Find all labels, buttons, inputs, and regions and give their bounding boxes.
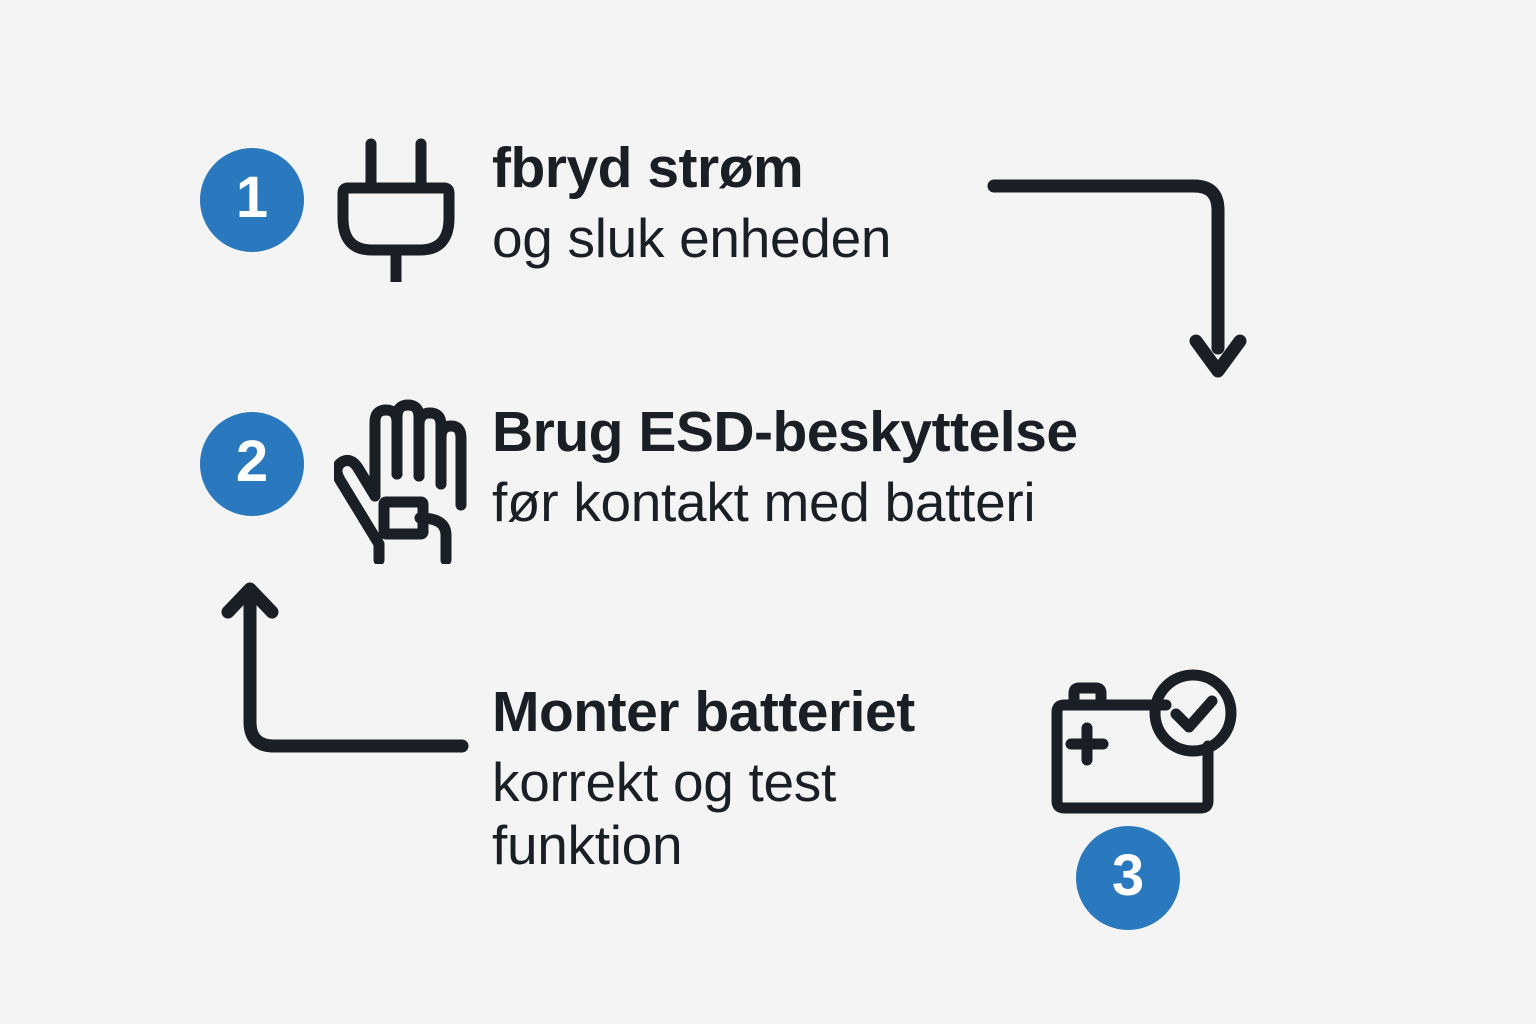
step-badge-3-label: 3 bbox=[1111, 843, 1145, 908]
step-text-1: fbryd strøm og sluk enheden bbox=[492, 140, 891, 266]
step-2-subline-1: før kontakt med batteri bbox=[492, 471, 1036, 533]
step-1-subline-1: og sluk enheden bbox=[492, 207, 892, 269]
step-3-headline: Monter batteriet bbox=[492, 680, 915, 744]
step-badge-2[interactable]: 2 bbox=[200, 412, 304, 516]
step-3-subline-1: korrekt og test bbox=[492, 751, 836, 813]
step-text-2: Brug ESD-beskyttelse før kontakt med bat… bbox=[492, 404, 1078, 530]
step-badge-1[interactable]: 1 bbox=[200, 148, 304, 252]
step-badge-3[interactable]: 3 bbox=[1076, 826, 1180, 930]
connector-step1-to-step2-arrow bbox=[987, 179, 1247, 378]
step-3-subline-2: funktion bbox=[492, 814, 683, 876]
battery-check-icon bbox=[1046, 668, 1246, 828]
step-badge-1-label: 1 bbox=[235, 165, 269, 230]
connector-step3-to-step2-arrow bbox=[221, 582, 469, 753]
step-2-headline: Brug ESD-beskyttelse bbox=[492, 400, 1078, 464]
step-badge-2-label: 2 bbox=[235, 429, 269, 494]
step-1-headline: fbryd strøm bbox=[492, 136, 804, 200]
esd-wrist-strap-hand-icon bbox=[331, 392, 474, 566]
step-text-3: Monter batteriet korrekt og test funktio… bbox=[492, 684, 915, 873]
power-plug-icon bbox=[330, 132, 470, 290]
